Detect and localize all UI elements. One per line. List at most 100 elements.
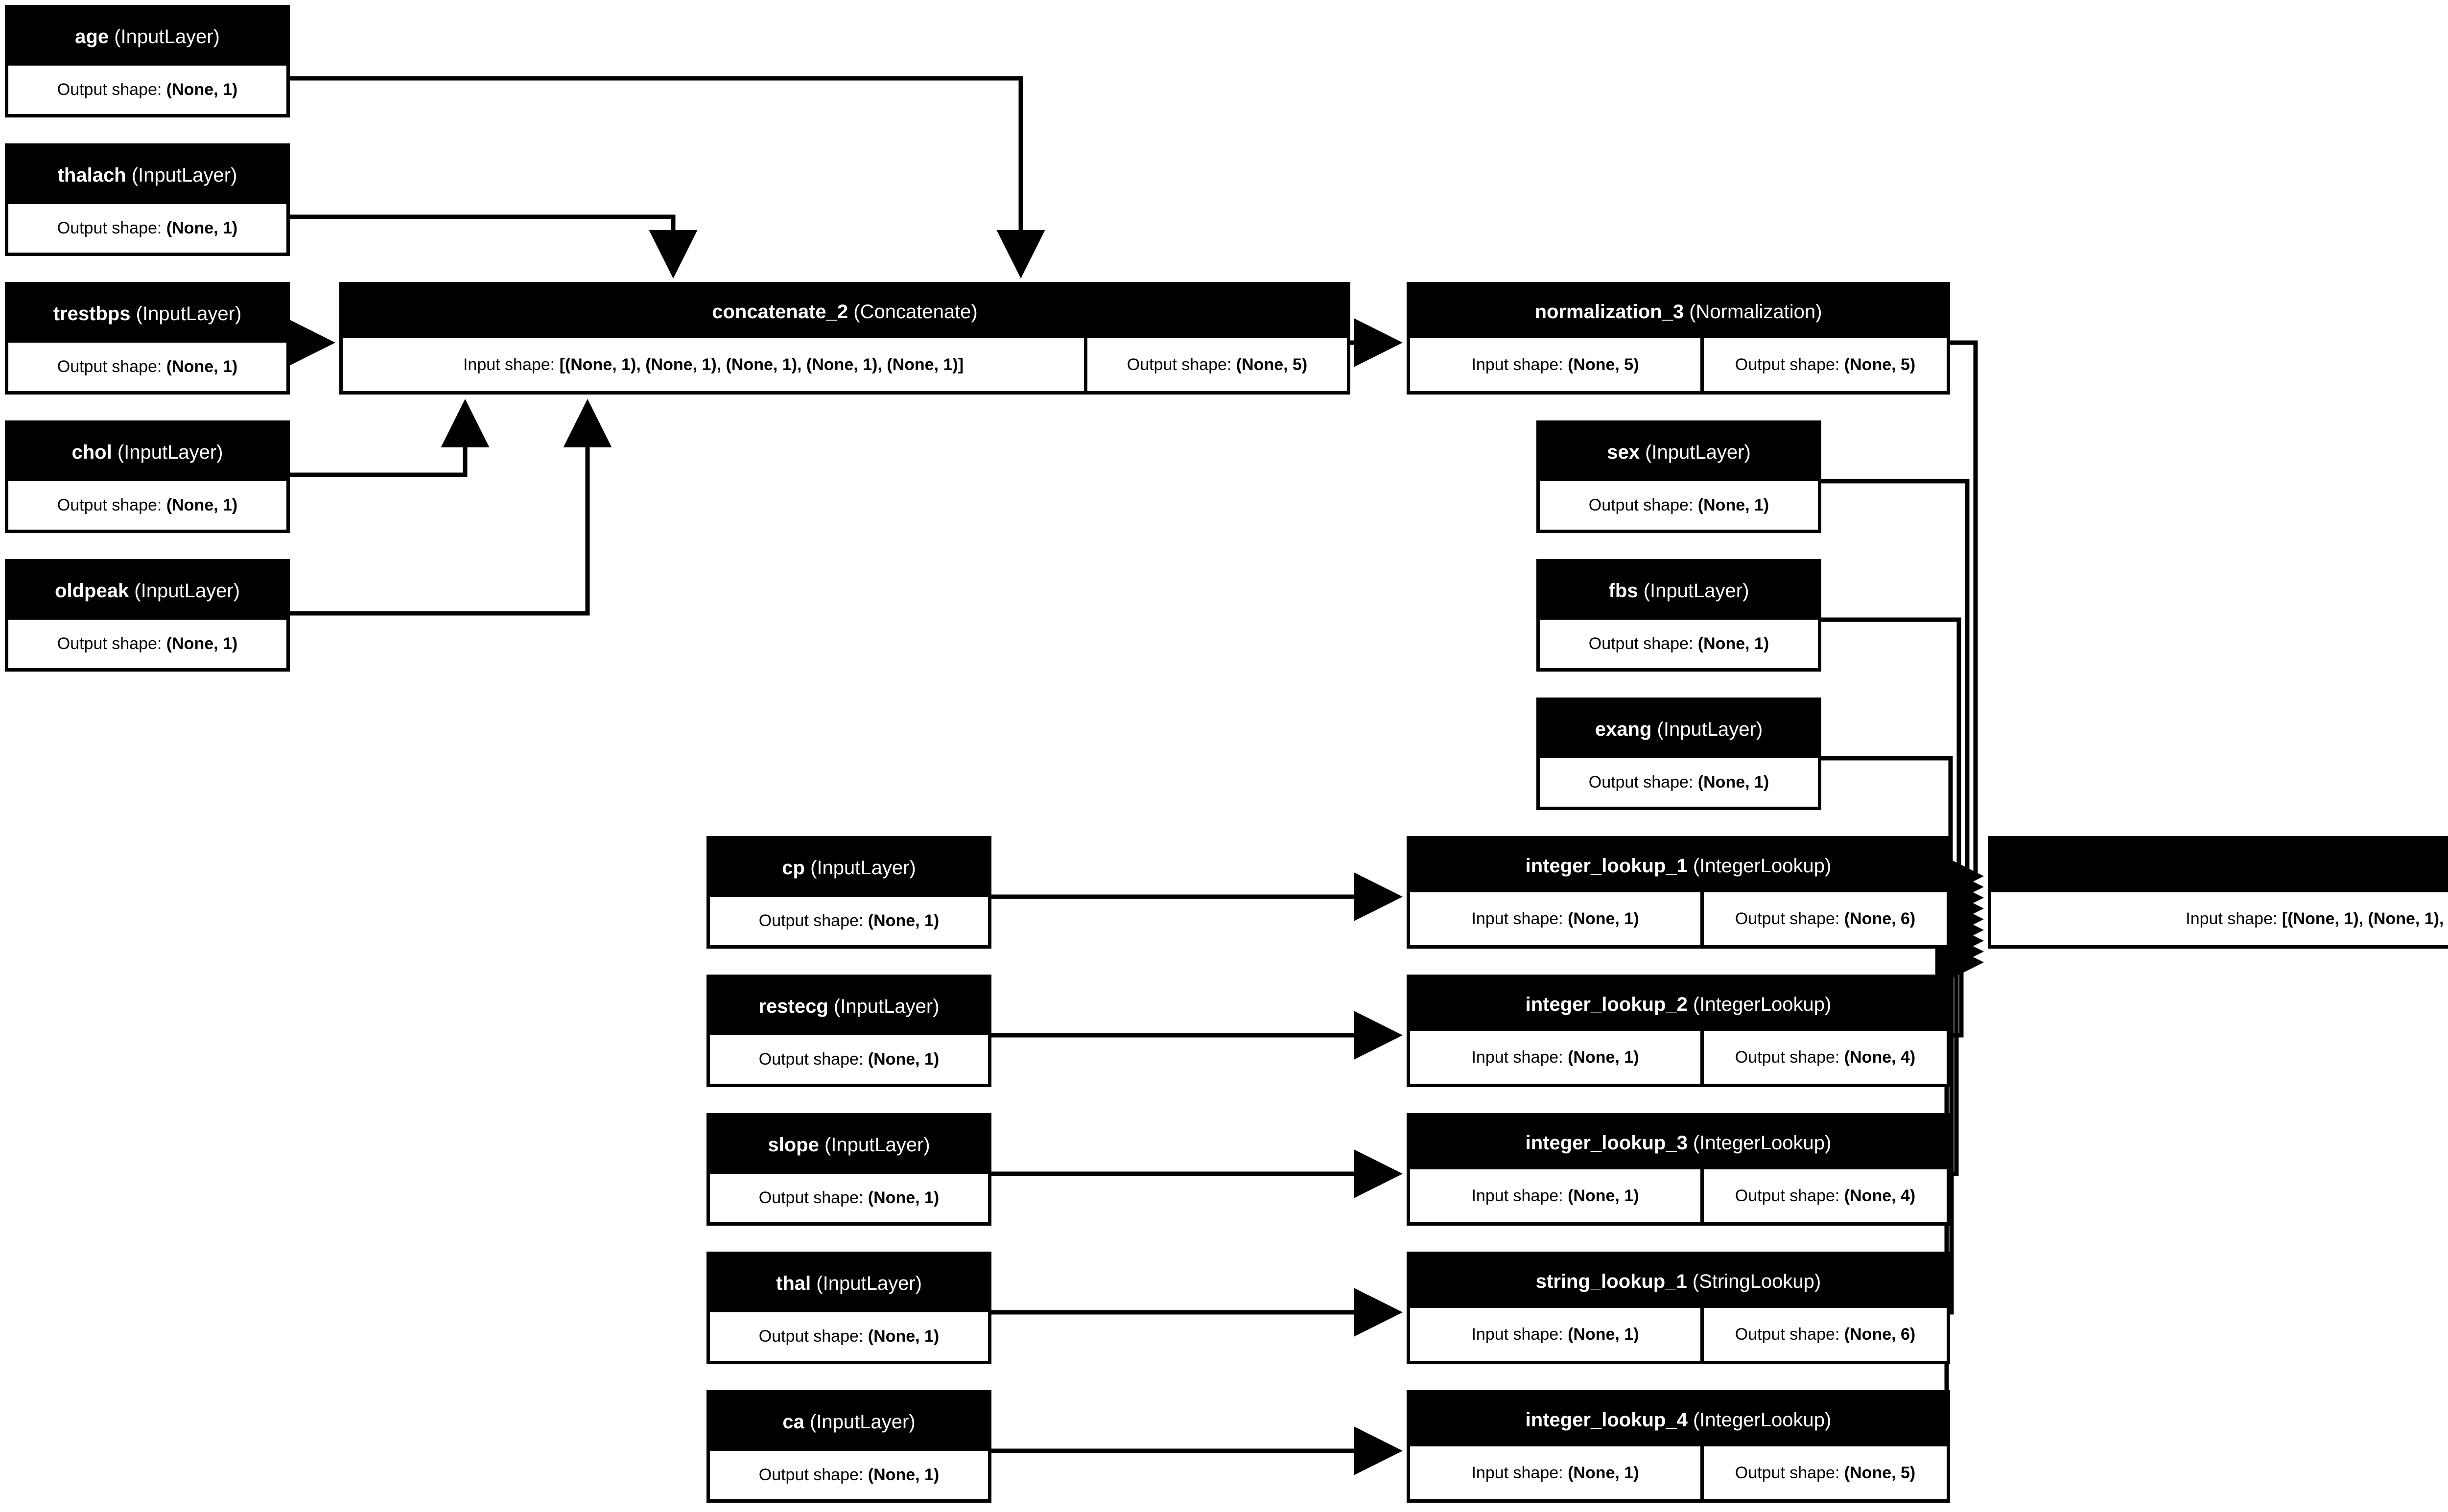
- node-fbs-title: fbs (InputLayer): [1540, 562, 1818, 620]
- node-oldpeak-shape-row: Output shape: (None, 1): [8, 619, 286, 668]
- edge-age-to-concatenate-2: [290, 76, 1045, 279]
- node-string_lookup_1-input-shape-value: (None, 1): [1568, 1325, 1639, 1344]
- node-string_lookup_1-output-shape: Output shape: (None, 6): [1704, 1308, 1947, 1361]
- node-slope-output-shape-label: Output shape:: [758, 1188, 868, 1207]
- edge-oldpeak-to-concatenate-2: [290, 399, 612, 616]
- node-string_lookup_1-shape-row: Input shape: (None, 1)Output shape: (Non…: [1410, 1308, 1947, 1361]
- node-ca-class: (InputLayer): [804, 1411, 916, 1433]
- node-restecg[interactable]: restecg (InputLayer)Output shape: (None,…: [706, 975, 991, 1087]
- node-thal-output-shape: Output shape: (None, 1): [710, 1312, 988, 1361]
- node-fbs-shape-row: Output shape: (None, 1): [1540, 619, 1818, 668]
- node-integer_lookup_1-input-shape-label: Input shape:: [1471, 909, 1568, 928]
- node-integer_lookup_2-output-shape-value: (None, 4): [1844, 1047, 1916, 1067]
- node-oldpeak-output-shape-label: Output shape:: [57, 634, 166, 653]
- node-exang-title: exang (InputLayer): [1540, 701, 1818, 758]
- node-integer_lookup_2-class: (IntegerLookup): [1687, 993, 1832, 1015]
- node-ca[interactable]: ca (InputLayer)Output shape: (None, 1): [706, 1390, 991, 1503]
- node-thalach-output-shape: Output shape: (None, 1): [8, 204, 286, 253]
- node-age-title: age (InputLayer): [8, 8, 286, 66]
- edge-sex-to-concatenate-3: [1821, 479, 1984, 911]
- node-integer_lookup_3-input-shape-value: (None, 1): [1568, 1186, 1639, 1205]
- edge-integer-lookup-1-to-concatenate-3: [1935, 894, 1984, 944]
- node-normalization_3-output-shape-label: Output shape:: [1735, 355, 1844, 374]
- node-concatenate_3-input-shape: Input shape: [(None, 1), (None, 1), (Non…: [1991, 892, 2448, 945]
- node-slope-shape-row: Output shape: (None, 1): [710, 1173, 988, 1222]
- node-chol-output-shape-value: (None, 1): [166, 495, 238, 514]
- node-exang[interactable]: exang (InputLayer)Output shape: (None, 1…: [1536, 698, 1821, 810]
- node-age-output-shape: Output shape: (None, 1): [8, 65, 286, 114]
- node-concatenate_2-title: concatenate_2 (Concatenate): [343, 285, 1347, 338]
- node-thal[interactable]: thal (InputLayer)Output shape: (None, 1): [706, 1252, 991, 1364]
- node-concatenate_2-output-shape: Output shape: (None, 5): [1087, 338, 1347, 391]
- node-thalach-title: thalach (InputLayer): [8, 147, 286, 204]
- node-age-output-shape-label: Output shape:: [57, 80, 166, 99]
- node-oldpeak-output-shape-value: (None, 1): [166, 634, 238, 653]
- node-concatenate_3-shape-row: Input shape: [(None, 1), (None, 1), (Non…: [1991, 892, 2448, 945]
- node-age[interactable]: age (InputLayer)Output shape: (None, 1): [5, 5, 290, 117]
- node-normalization_3-name: normalization_3: [1534, 301, 1684, 323]
- node-trestbps-class: (InputLayer): [130, 302, 242, 325]
- node-trestbps[interactable]: trestbps (InputLayer)Output shape: (None…: [5, 282, 290, 395]
- node-string_lookup_1-output-shape-label: Output shape:: [1735, 1325, 1844, 1344]
- node-thal-title: thal (InputLayer): [710, 1255, 988, 1312]
- node-exang-output-shape-label: Output shape:: [1588, 772, 1698, 791]
- node-exang-output-shape: Output shape: (None, 1): [1540, 758, 1818, 807]
- node-integer_lookup_3-input-shape-label: Input shape:: [1471, 1186, 1568, 1205]
- node-fbs-name: fbs: [1608, 580, 1638, 602]
- edge-integer-lookup-4-to-concatenate-3: [1935, 938, 1984, 1453]
- node-cp-output-shape-label: Output shape:: [758, 911, 868, 930]
- node-fbs[interactable]: fbs (InputLayer)Output shape: (None, 1): [1536, 559, 1821, 672]
- node-integer_lookup_1-shape-row: Input shape: (None, 1)Output shape: (Non…: [1410, 892, 1947, 945]
- node-thal-shape-row: Output shape: (None, 1): [710, 1312, 988, 1361]
- node-exang-class: (InputLayer): [1651, 718, 1763, 740]
- node-sex[interactable]: sex (InputLayer)Output shape: (None, 1): [1536, 420, 1821, 533]
- node-restecg-shape-row: Output shape: (None, 1): [710, 1035, 988, 1084]
- node-string_lookup_1[interactable]: string_lookup_1 (StringLookup)Input shap…: [1407, 1252, 1950, 1364]
- node-exang-output-shape-value: (None, 1): [1697, 772, 1769, 791]
- node-chol-title: chol (InputLayer): [8, 424, 286, 481]
- node-concatenate_3[interactable]: concatenate_3 (Concatenate)Input shape: …: [1988, 836, 2448, 949]
- edge-string-lookup-1-to-concatenate-3: [1935, 927, 1984, 1315]
- node-fbs-output-shape: Output shape: (None, 1): [1540, 619, 1818, 668]
- node-slope-output-shape-value: (None, 1): [868, 1188, 940, 1207]
- node-chol[interactable]: chol (InputLayer)Output shape: (None, 1): [5, 420, 290, 533]
- node-fbs-class: (InputLayer): [1638, 580, 1749, 602]
- node-thalach[interactable]: thalach (InputLayer)Output shape: (None,…: [5, 143, 290, 256]
- node-integer_lookup_3-input-shape: Input shape: (None, 1): [1410, 1169, 1700, 1222]
- node-concatenate_2-input-shape-label: Input shape:: [463, 355, 560, 374]
- node-chol-output-shape: Output shape: (None, 1): [8, 481, 286, 530]
- node-concatenate_2-shape-row: Input shape: [(None, 1), (None, 1), (Non…: [343, 338, 1347, 391]
- node-concatenate_2-name: concatenate_2: [712, 301, 848, 323]
- node-thalach-output-shape-label: Output shape:: [57, 218, 166, 237]
- node-fbs-output-shape-value: (None, 1): [1697, 634, 1769, 653]
- node-string_lookup_1-output-shape-value: (None, 6): [1844, 1325, 1916, 1344]
- node-integer_lookup_3-name: integer_lookup_3: [1525, 1132, 1688, 1154]
- node-oldpeak[interactable]: oldpeak (InputLayer)Output shape: (None,…: [5, 559, 290, 672]
- node-thal-output-shape-label: Output shape:: [758, 1326, 868, 1346]
- node-slope-name: slope: [768, 1134, 819, 1156]
- node-integer_lookup_2[interactable]: integer_lookup_2 (IntegerLookup)Input sh…: [1407, 975, 1950, 1087]
- node-sex-shape-row: Output shape: (None, 1): [1540, 481, 1818, 530]
- node-integer_lookup_3-output-shape: Output shape: (None, 4): [1704, 1169, 1947, 1222]
- node-normalization_3[interactable]: normalization_3 (Normalization)Input sha…: [1407, 282, 1950, 395]
- node-integer_lookup_4[interactable]: integer_lookup_4 (IntegerLookup)Input sh…: [1407, 1390, 1950, 1503]
- node-integer_lookup_4-output-shape: Output shape: (None, 5): [1704, 1446, 1947, 1499]
- node-integer_lookup_4-input-shape: Input shape: (None, 1): [1410, 1446, 1700, 1499]
- node-ca-output-shape-value: (None, 1): [868, 1465, 940, 1484]
- edge-normalization-3-to-concatenate-3: [1935, 340, 1984, 901]
- node-age-shape-row: Output shape: (None, 1): [8, 65, 286, 114]
- node-sex-output-shape-value: (None, 1): [1697, 495, 1769, 514]
- node-integer_lookup_1-output-shape-label: Output shape:: [1735, 909, 1844, 928]
- node-concatenate_2[interactable]: concatenate_2 (Concatenate)Input shape: …: [339, 282, 1350, 395]
- node-integer_lookup_1[interactable]: integer_lookup_1 (IntegerLookup)Input sh…: [1407, 836, 1950, 949]
- node-integer_lookup_1-class: (IntegerLookup): [1687, 855, 1832, 877]
- node-integer_lookup_2-output-shape-label: Output shape:: [1735, 1047, 1844, 1067]
- node-concatenate_3-title: concatenate_3 (Concatenate): [1991, 839, 2448, 892]
- node-sex-name: sex: [1607, 441, 1640, 463]
- node-slope[interactable]: slope (InputLayer)Output shape: (None, 1…: [706, 1113, 991, 1226]
- node-integer_lookup_3[interactable]: integer_lookup_3 (IntegerLookup)Input sh…: [1407, 1113, 1950, 1226]
- node-cp[interactable]: cp (InputLayer)Output shape: (None, 1): [706, 836, 991, 949]
- node-ca-shape-row: Output shape: (None, 1): [710, 1450, 988, 1499]
- edge-chol-to-concatenate-2: [290, 399, 490, 477]
